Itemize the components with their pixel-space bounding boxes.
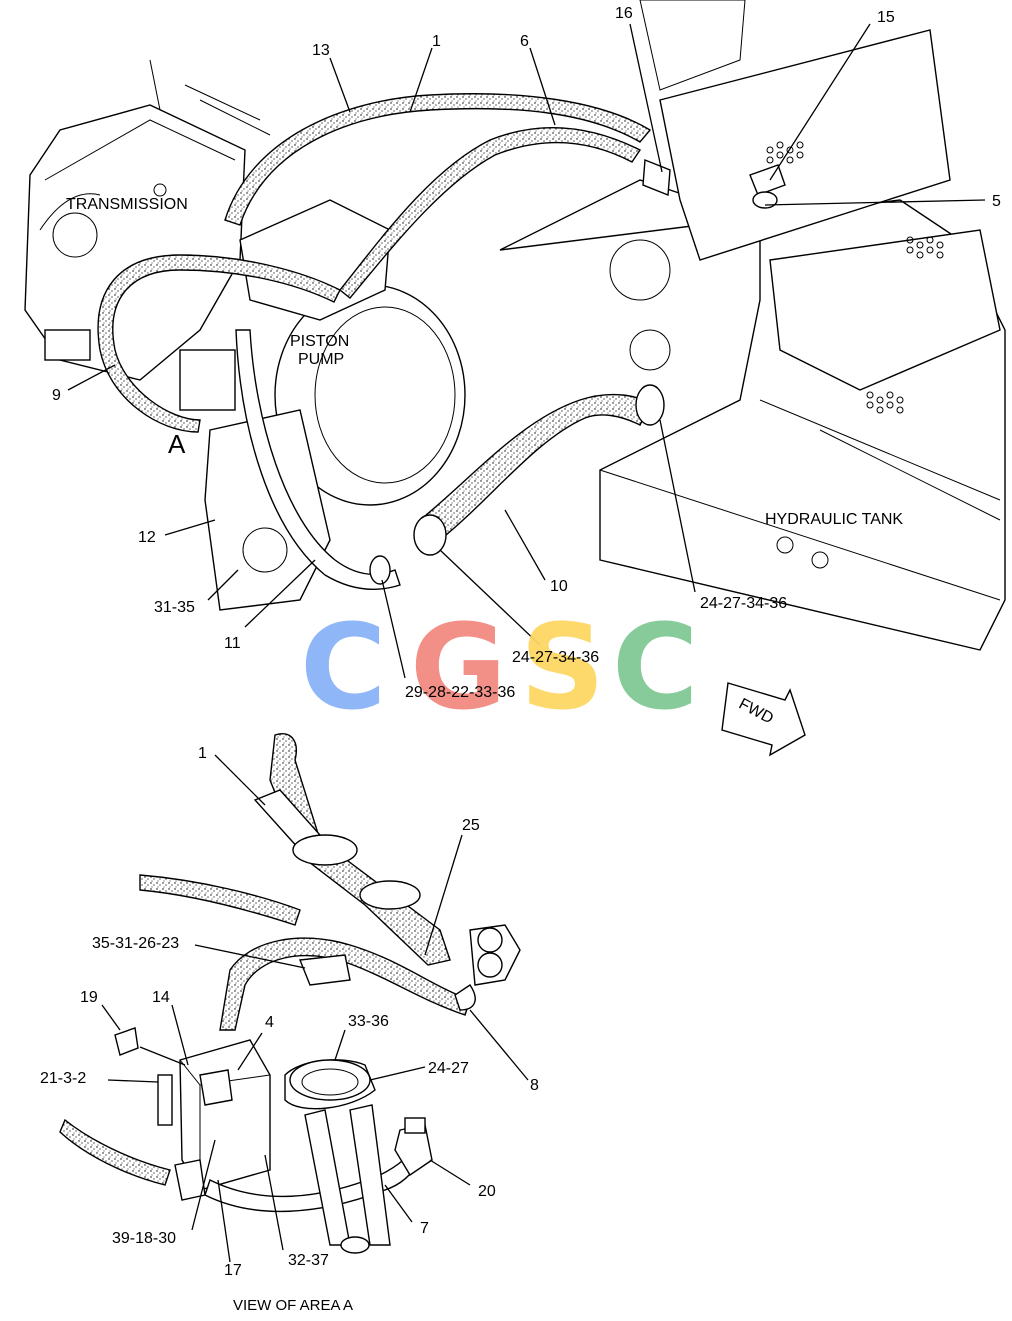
callout-32-37: 32-37 — [288, 1252, 329, 1269]
callout-14: 14 — [152, 989, 170, 1006]
piston-pump — [179, 199, 466, 611]
tube-11 — [235, 329, 401, 590]
callout-12: 12 — [138, 529, 156, 546]
callout-7: 7 — [420, 1220, 429, 1237]
watermark-letter-c2: C — [612, 598, 699, 736]
label-transmission: TRANSMISSION — [66, 196, 188, 213]
label-piston-pump-2: PUMP — [298, 351, 344, 368]
leader-lines-top — [67, 23, 986, 679]
label-piston-pump-1: PISTON — [290, 333, 349, 350]
callout-6: 6 — [520, 33, 529, 50]
callout-24-27-34-36-mid: 24-27-34-36 — [512, 649, 599, 666]
callout-19: 19 — [80, 989, 98, 1006]
leader-lines-detail — [101, 754, 529, 1263]
hydraulic-tank-area — [499, 0, 1006, 651]
callout-4: 4 — [265, 1014, 274, 1031]
callout-39-18-30: 39-18-30 — [112, 1230, 176, 1247]
callout-1-top: 1 — [432, 33, 441, 50]
callout-31-35: 31-35 — [154, 599, 195, 616]
flange-24-27-34-36 — [369, 384, 665, 585]
label-hydraulic-tank: HYDRAULIC TANK — [765, 511, 903, 528]
fittings-15-16 — [642, 158, 786, 209]
cgsc-watermark: C G S C — [300, 598, 699, 736]
transmission-housing — [24, 59, 271, 381]
callout-16: 16 — [615, 5, 633, 22]
callout-24-27-34-36-right: 24-27-34-36 — [700, 595, 787, 612]
view-caption: VIEW OF AREA A — [233, 1297, 353, 1314]
callout-25: 25 — [462, 817, 480, 834]
fwd-arrow — [721, 682, 806, 757]
callout-33-36: 33-36 — [348, 1013, 389, 1030]
label-view-a: A — [168, 429, 186, 459]
callout-17: 17 — [224, 1262, 242, 1279]
hose-9 — [97, 254, 341, 433]
watermark-letter-g: G — [410, 598, 507, 736]
callout-29-28-22-33-36: 29-28-22-33-36 — [405, 684, 515, 701]
watermark-letter-s: S — [520, 598, 605, 736]
watermark-letter-c1: C — [300, 598, 387, 736]
hose-6 — [339, 127, 642, 299]
callout-8: 8 — [530, 1077, 539, 1094]
detail-view-area-a — [59, 733, 521, 1254]
callout-13: 13 — [312, 42, 330, 59]
callout-24-27: 24-27 — [428, 1060, 469, 1077]
callout-10: 10 — [550, 578, 568, 595]
callout-5: 5 — [992, 193, 1001, 210]
callout-21-3-2: 21-3-2 — [40, 1070, 86, 1087]
hose-13 — [224, 93, 652, 226]
callout-15: 15 — [877, 9, 895, 26]
callout-11: 11 — [224, 635, 241, 652]
callout-9: 9 — [52, 387, 61, 404]
callout-35-31-26-23: 35-31-26-23 — [92, 935, 179, 952]
callout-1-detail: 1 — [198, 745, 207, 762]
callout-20: 20 — [478, 1183, 496, 1200]
